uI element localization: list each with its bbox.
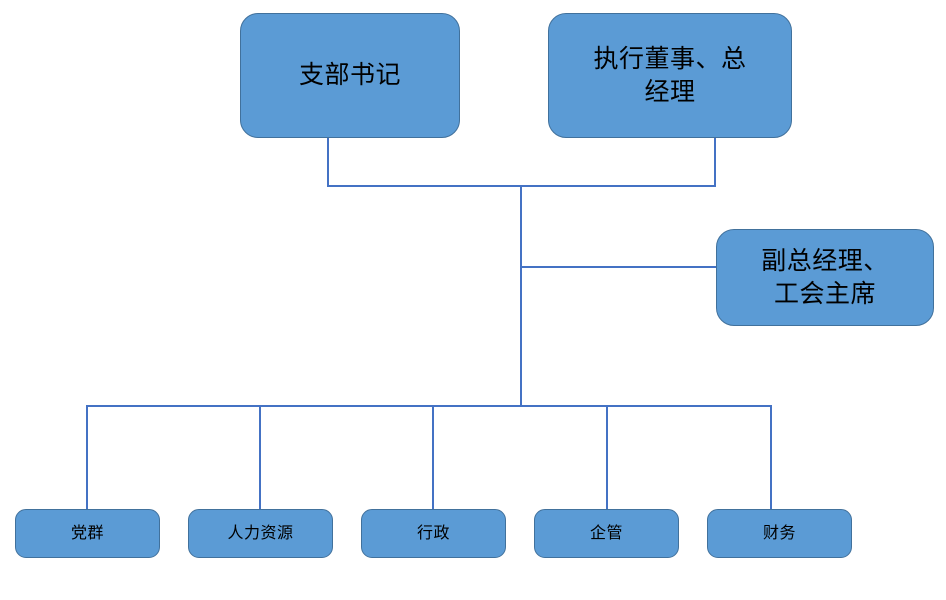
node-dept-enterprise[interactable]: 企管 [534,509,679,558]
connector-drop-from-executive-director [714,137,716,187]
connector-drop-to-dept-hr [259,405,261,510]
connector-drop-to-dept-finance [770,405,772,510]
node-label-dept-admin: 行政 [416,524,450,542]
node-label-deputy-gm: 副总经理、 工会主席 [761,246,889,308]
node-label-dept-finance: 财务 [762,524,796,542]
connector-drop-to-dept-enterprise [606,405,608,510]
connector-drop-from-party-secretary [327,137,329,187]
node-label-executive-director: 执行董事、总 经理 [593,44,747,106]
node-label-dept-hr: 人力资源 [227,524,294,542]
node-dept-hr[interactable]: 人力资源 [188,509,333,558]
connector-departments-bar [86,405,772,407]
connector-main-trunk [520,185,522,407]
node-label-party-secretary: 支部书记 [298,61,401,89]
connector-drop-to-dept-admin [432,405,434,510]
node-executive-director[interactable]: 执行董事、总 经理 [548,13,792,138]
connector-drop-to-dept-party [86,405,88,510]
node-label-dept-party: 党群 [70,524,104,542]
node-dept-party[interactable]: 党群 [15,509,160,558]
node-label-dept-enterprise: 企管 [589,524,623,542]
connector-branch-to-deputy-gm [520,266,718,268]
node-deputy-gm[interactable]: 副总经理、 工会主席 [716,229,934,326]
node-party-secretary[interactable]: 支部书记 [240,13,460,138]
node-dept-admin[interactable]: 行政 [361,509,506,558]
node-dept-finance[interactable]: 财务 [707,509,852,558]
